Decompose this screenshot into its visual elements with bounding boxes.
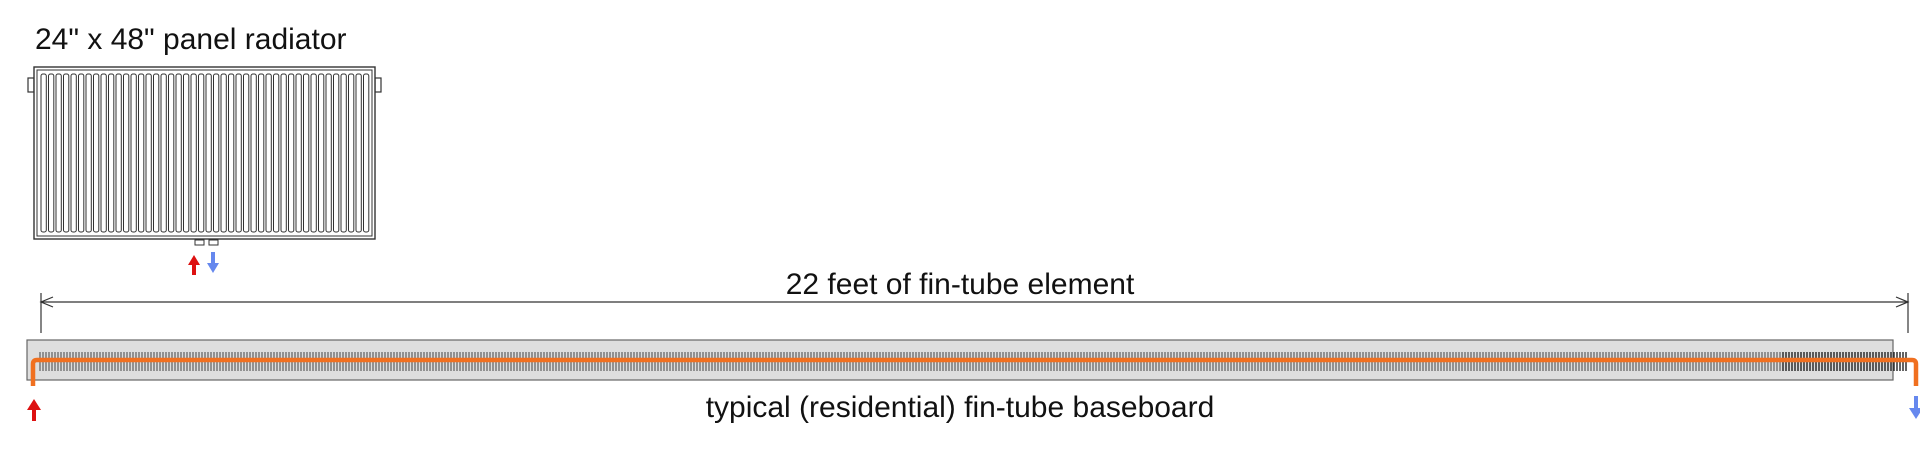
radiator-column bbox=[93, 73, 100, 233]
radiator-column bbox=[295, 73, 302, 233]
radiator-column bbox=[123, 73, 130, 233]
radiator-column bbox=[100, 73, 107, 233]
radiator-column bbox=[115, 73, 122, 233]
radiator-column bbox=[190, 73, 197, 233]
radiator-column bbox=[40, 73, 47, 233]
radiator-column bbox=[168, 73, 175, 233]
fin-tube-pipe bbox=[30, 357, 1919, 386]
radiator-column bbox=[228, 73, 235, 233]
radiator-column bbox=[153, 73, 160, 233]
radiator-column bbox=[160, 73, 167, 233]
radiator-column bbox=[48, 73, 55, 233]
radiator-return-connector bbox=[208, 239, 219, 246]
radiator-column bbox=[205, 73, 212, 233]
dimension-line bbox=[39, 293, 1910, 333]
radiator-column bbox=[198, 73, 205, 233]
radiator-column bbox=[325, 73, 332, 233]
baseboard-title-text: typical (residential) fin-tube baseboard bbox=[705, 391, 1215, 424]
radiator-bracket-right bbox=[374, 77, 382, 93]
fin-tube-baseboard bbox=[26, 339, 1919, 386]
radiator-column bbox=[348, 73, 355, 233]
radiator-column bbox=[70, 73, 77, 233]
fin-tube-length-label: 22 feet of fin-tube element bbox=[0, 270, 1920, 300]
panel-radiator bbox=[27, 66, 382, 246]
radiator-bracket-left bbox=[27, 77, 35, 93]
up-arrow-icon bbox=[188, 255, 200, 275]
radiator-column bbox=[310, 73, 317, 233]
up-arrow-icon bbox=[27, 399, 41, 421]
radiator-title: 24" x 48" panel radiator bbox=[35, 23, 347, 56]
fin-tube-length-text: 22 feet of fin-tube element bbox=[785, 268, 1135, 301]
radiator-column bbox=[280, 73, 287, 233]
radiator-column bbox=[175, 73, 182, 233]
baseboard-title: typical (residential) fin-tube baseboard bbox=[0, 393, 1920, 423]
down-arrow-icon bbox=[1909, 396, 1920, 419]
down-arrow-icon bbox=[207, 252, 219, 273]
radiator-column bbox=[243, 73, 250, 233]
radiator-column bbox=[250, 73, 257, 233]
radiator-supply-connector bbox=[194, 239, 205, 246]
radiator-column bbox=[363, 73, 370, 233]
radiator-column bbox=[145, 73, 152, 233]
radiator-column bbox=[85, 73, 92, 233]
radiator-column bbox=[273, 73, 280, 233]
radiator-column bbox=[333, 73, 340, 233]
radiator-column bbox=[78, 73, 85, 233]
radiator-column bbox=[220, 73, 227, 233]
radiator-column bbox=[108, 73, 115, 233]
radiator-columns bbox=[40, 73, 370, 233]
radiator-column bbox=[288, 73, 295, 233]
radiator-column bbox=[183, 73, 190, 233]
radiator-column bbox=[235, 73, 242, 233]
radiator-column bbox=[340, 73, 347, 233]
radiator-column bbox=[63, 73, 70, 233]
radiator-column bbox=[355, 73, 362, 233]
radiator-column bbox=[303, 73, 310, 233]
radiator-column bbox=[55, 73, 62, 233]
radiator-column bbox=[138, 73, 145, 233]
radiator-column bbox=[258, 73, 265, 233]
radiator-inner-frame bbox=[36, 69, 373, 237]
radiator-column bbox=[213, 73, 220, 233]
radiator-column bbox=[318, 73, 325, 233]
radiator-column bbox=[130, 73, 137, 233]
radiator-column bbox=[265, 73, 272, 233]
